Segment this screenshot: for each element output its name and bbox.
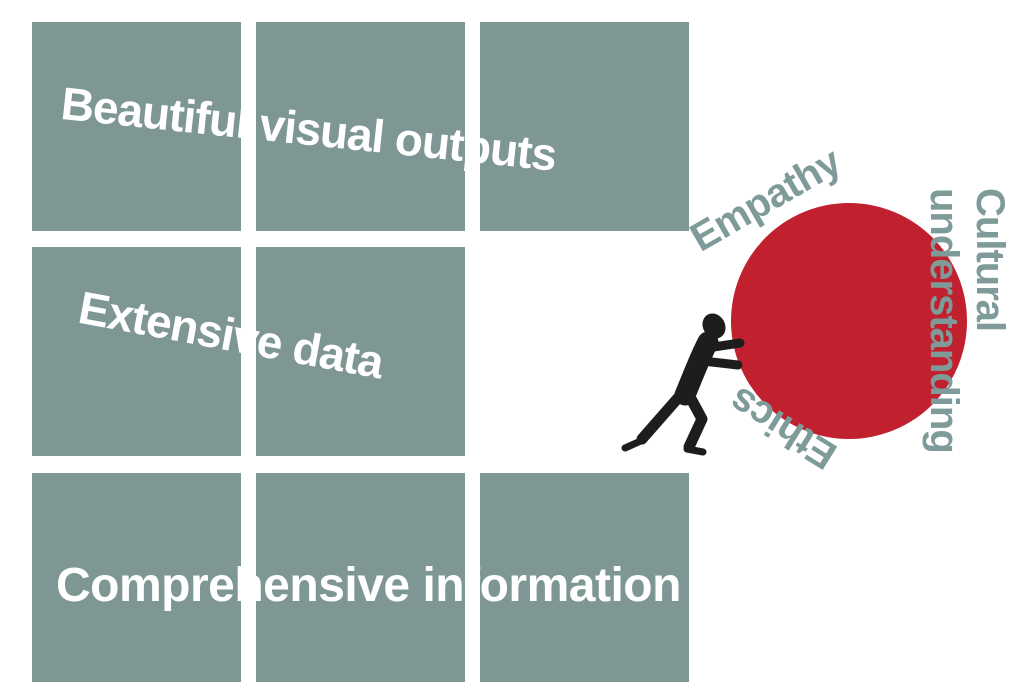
grid-tile [256,22,465,231]
cultural-line-2: understanding [922,188,966,453]
figure-back-foot [621,436,647,452]
figure-upper-arm [702,338,745,353]
grid-tile [32,473,241,682]
boulder-circle [731,203,967,439]
figure-front-foot [683,445,707,456]
person-pushing-boulder-icon [621,313,745,456]
grid-tile [480,473,689,682]
boulder-label-cultural-understanding: Cultural understanding [921,188,1013,453]
grid-tile [32,22,241,231]
grid-tile [480,22,689,231]
figure-lower-arm [698,356,743,370]
cultural-line-1: Cultural [968,188,1012,332]
grid-tile [32,247,241,456]
grid-label-comprehensive-information: Comprehensive information [56,559,681,612]
figure-back-leg [636,384,691,445]
grid-tile [256,247,465,456]
grid-tile [256,473,465,682]
figure-head [702,313,726,339]
figure-front-leg [683,389,708,453]
